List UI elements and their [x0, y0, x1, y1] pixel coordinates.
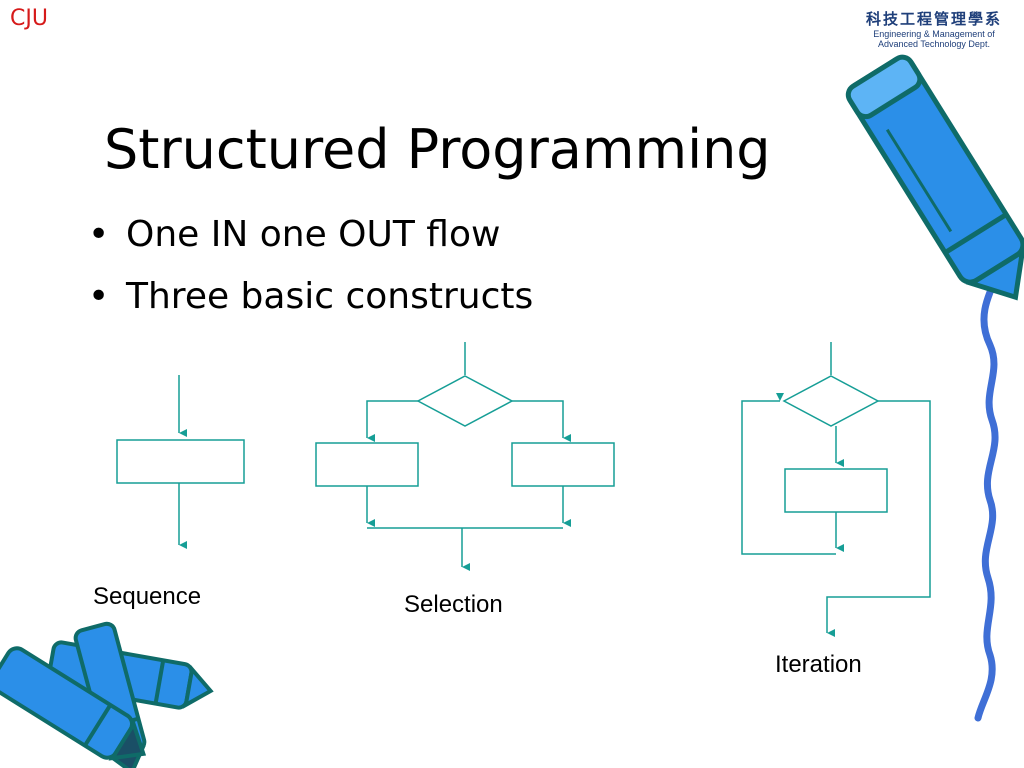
- iteration-loop-back-line: [741, 393, 836, 555]
- crayon-top-right-icon: [845, 54, 1024, 301]
- sequence-caption: Sequence: [93, 583, 202, 610]
- bullet-text: Three basic constructs: [126, 276, 534, 317]
- selection-left-branch: [366, 400, 418, 442]
- iteration-diagram: [741, 342, 931, 637]
- bullet-marker: •: [88, 276, 110, 317]
- bullet-list: • One IN one OUT flow • Three basic constr…: [88, 214, 533, 338]
- selection-left-process-box: [315, 442, 419, 487]
- iteration-process-box: [784, 468, 888, 513]
- bullet-item: • One IN one OUT flow: [88, 214, 533, 276]
- department-english-line-1: Engineering & Management of: [873, 29, 995, 39]
- department-english-line-2: Advanced Technology Dept.: [878, 39, 990, 49]
- iteration-caption: Iteration: [775, 651, 862, 678]
- decorative-wavy-border: [974, 266, 1004, 722]
- selection-caption: Selection: [404, 591, 503, 618]
- department-logo: 科技工程管理學系 Engineering & Management of Adv…: [854, 8, 1014, 49]
- selection-right-process-box: [511, 442, 615, 487]
- sequence-diagram: [116, 375, 245, 549]
- department-chinese-name: 科技工程管理學系: [865, 11, 1002, 28]
- crayon-bottom-left-3-icon: [0, 646, 147, 761]
- selection-diagram: [315, 342, 615, 571]
- slide-title: Structured Programming: [104, 118, 771, 181]
- bullet-item: • Three basic constructs: [88, 276, 533, 338]
- bullet-marker: •: [88, 214, 110, 255]
- iteration-decision-diamond: [782, 375, 880, 427]
- sequence-process-box: [116, 439, 245, 484]
- bullet-text: One IN one OUT flow: [126, 214, 501, 255]
- iteration-exit-line: [826, 400, 931, 637]
- selection-decision-diamond: [416, 375, 514, 427]
- corner-label: CJU: [10, 6, 48, 31]
- selection-right-branch: [512, 400, 571, 442]
